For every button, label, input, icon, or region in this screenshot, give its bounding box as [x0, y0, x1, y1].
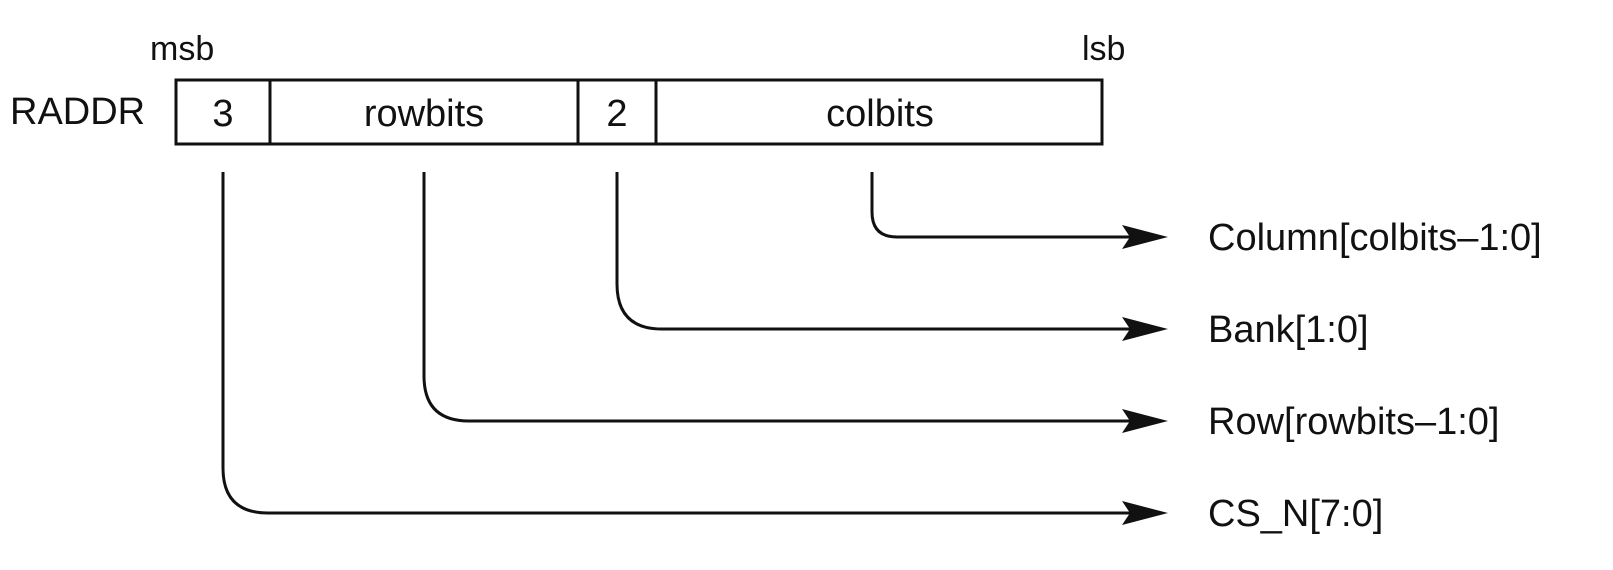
- cs-connector: [221, 172, 1130, 515]
- bank-connector: [615, 172, 1130, 331]
- arrowhead-icon: [1122, 409, 1168, 433]
- output-row-label: Row[rowbits–1:0]: [1208, 401, 1499, 443]
- field-bank-sel-label: 3: [212, 93, 233, 135]
- field-2-label: 2: [606, 93, 627, 135]
- field-rowbits-label: rowbits: [364, 93, 484, 135]
- field-colbits-label: colbits: [826, 93, 934, 135]
- arrowhead-icon: [1122, 501, 1168, 525]
- lsb-label: lsb: [1082, 30, 1125, 68]
- output-cs-label: CS_N[7:0]: [1208, 493, 1383, 535]
- msb-label: msb: [150, 30, 214, 68]
- register-name: RADDR: [10, 91, 145, 133]
- output-bank-label: Bank[1:0]: [1208, 309, 1369, 351]
- column-connector: [870, 172, 1130, 239]
- row-connector: [422, 172, 1130, 423]
- arrowhead-icon: [1122, 225, 1168, 249]
- arrowhead-icon: [1122, 317, 1168, 341]
- output-column-label: Column[colbits–1:0]: [1208, 217, 1542, 259]
- register-box: [174, 78, 1104, 146]
